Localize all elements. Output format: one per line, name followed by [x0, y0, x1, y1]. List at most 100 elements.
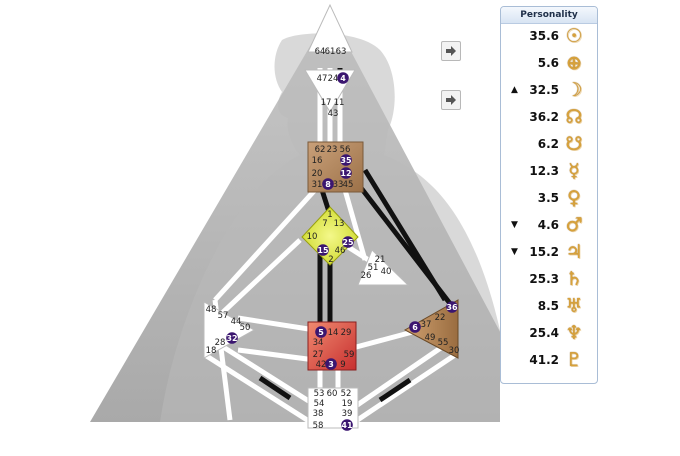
- gate-label: 20: [312, 169, 323, 179]
- saturn-icon: ♄: [565, 268, 583, 290]
- throat-center: [307, 141, 364, 193]
- planet-row: 41.2♇: [501, 348, 597, 375]
- gate-label: 26: [361, 271, 372, 281]
- gate-label: 36: [446, 303, 458, 312]
- gate-line-value: 41.2: [529, 353, 559, 367]
- gate-line-value: 25.4: [529, 326, 559, 340]
- gate-label: 47: [317, 74, 328, 84]
- arrow-right-icon: [446, 95, 456, 105]
- gate-label: 19: [342, 399, 353, 409]
- planet-row: 25.3 ♄: [501, 267, 597, 294]
- planet-row: 3.5 ♀: [501, 186, 597, 213]
- gate-label: 49: [425, 333, 436, 343]
- gate-line-value: 4.6: [537, 218, 559, 232]
- gate-label: 31: [312, 180, 323, 190]
- gate-label: 15: [317, 246, 329, 255]
- gate-label: 60: [327, 389, 338, 399]
- gate-label: 35: [340, 156, 352, 165]
- active-gate-marker: [337, 72, 349, 84]
- gate-label: 57: [218, 311, 229, 321]
- active-gate-marker: [315, 326, 327, 338]
- gate-label: 3: [328, 360, 334, 369]
- planet-row: ▼15.2♃: [501, 240, 597, 267]
- retro-marker: ▼: [511, 220, 518, 230]
- neptune-icon: ♆: [565, 322, 583, 344]
- gate-label: 40: [381, 267, 392, 277]
- expand-arrow-button-1[interactable]: [441, 41, 461, 61]
- gate-label: 61: [325, 47, 336, 57]
- jupiter-icon: ♃: [565, 241, 583, 263]
- ego-center: [357, 249, 410, 286]
- gate-label: 4: [340, 74, 346, 83]
- gate-label: 51: [368, 263, 379, 273]
- gate-label: 53: [314, 389, 325, 399]
- active-gate-marker: [340, 154, 352, 166]
- gate-line-value: 15.2: [529, 245, 559, 259]
- gate-label: 62: [315, 145, 326, 155]
- gate-label: 17: [321, 98, 332, 108]
- expand-arrow-button-2[interactable]: [441, 90, 461, 110]
- gate-label: 9: [340, 360, 345, 370]
- active-gate-marker: [409, 321, 421, 333]
- active-gate-marker: [446, 301, 458, 313]
- gate-label: 33: [333, 180, 344, 190]
- active-gate-marker: [325, 358, 337, 370]
- planet-row: ▲32.5☽: [501, 78, 597, 105]
- gate-label: 6: [412, 323, 418, 332]
- gate-label: 14: [328, 328, 339, 338]
- gate-label: 48: [206, 305, 217, 315]
- retro-marker: ▲: [511, 85, 518, 95]
- planet-row: 36.2 ☊: [501, 105, 597, 132]
- spleen-center: [203, 301, 256, 359]
- gate-label: 42: [316, 360, 327, 370]
- planet-row: 6.2 ☋: [501, 132, 597, 159]
- panel-title: Personality: [501, 7, 597, 24]
- gate-label: 43: [328, 109, 339, 119]
- active-gate-marker: [342, 236, 354, 248]
- gate-line-value: 35.6: [529, 29, 559, 43]
- active-gate-marker: [317, 244, 329, 256]
- gate-label: 2: [328, 255, 333, 265]
- gate-label: 34: [313, 338, 324, 348]
- planet-row: 5.6⊕: [501, 51, 597, 78]
- gate-label: 28: [215, 338, 226, 348]
- moon-icon: ☽: [565, 79, 583, 101]
- venus-icon: ♀: [567, 187, 581, 209]
- gate-label: 7: [322, 219, 327, 229]
- gate-label: 10: [307, 232, 318, 242]
- gate-line-value: 25.3: [529, 272, 559, 286]
- gate-label: 64: [315, 47, 326, 57]
- gate-label: 58: [313, 421, 324, 431]
- gate-label: 44: [231, 317, 242, 327]
- gate-label: 52: [341, 389, 352, 399]
- head-center: [307, 3, 353, 53]
- gate-label: 25: [342, 238, 354, 247]
- gate-line-value: 36.2: [529, 110, 559, 124]
- gate-label: 50: [240, 323, 251, 333]
- gate-label: 39: [342, 409, 353, 419]
- north-node-icon: ☊: [565, 106, 583, 128]
- gate-line-value: 6.2: [537, 137, 559, 151]
- gate-label: 24: [328, 74, 339, 84]
- active-gate-marker: [340, 167, 352, 179]
- gate-label: 30: [449, 346, 460, 356]
- gate-line-value: 5.6: [537, 56, 559, 70]
- gate-line-value: 3.5: [537, 191, 559, 205]
- gate-label: 21: [375, 255, 386, 265]
- planet-row: 25.4 ♆: [501, 321, 597, 348]
- gate-label: 8: [325, 180, 331, 189]
- gate-label: 37: [421, 320, 432, 330]
- uranus-icon: ♅: [565, 295, 583, 317]
- gate-label: 54: [314, 399, 325, 409]
- mars-icon: ♂: [565, 214, 583, 236]
- gate-label: 45: [343, 180, 354, 190]
- sun-icon: ☉: [565, 25, 583, 47]
- south-node-icon: ☋: [565, 133, 583, 155]
- gate-label: 22: [435, 313, 446, 323]
- personality-panel: Personality 35.6☉5.6⊕▲32.5☽36.2☊6.2☋12.3…: [500, 6, 598, 384]
- g-center: [301, 206, 359, 266]
- gate-label: 55: [438, 338, 449, 348]
- gate-label: 1: [327, 210, 332, 220]
